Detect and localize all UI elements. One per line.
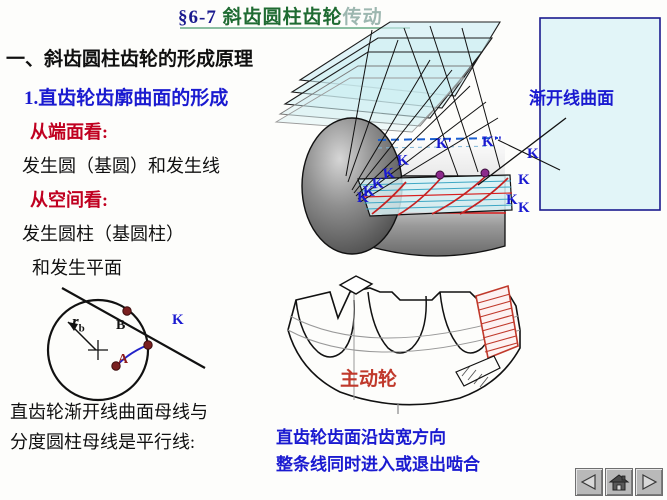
k-marker-dots [435, 168, 490, 180]
next-arrow-icon [640, 473, 658, 491]
cylinder-k-label-1: K [382, 165, 396, 183]
home-icon [608, 473, 630, 491]
item1-heading: 1.直齿轮齿廓曲面的形成 [24, 88, 229, 109]
left-line-4: 和发生平面 [32, 258, 122, 278]
generating-plane-fan [274, 21, 501, 133]
navigation-bar[interactable] [575, 468, 663, 496]
radius-label: rb [72, 312, 85, 335]
involute-curves [371, 175, 509, 216]
point-b-label: B [116, 318, 126, 333]
title-section: §6-7 [178, 7, 217, 28]
title-underline [180, 27, 410, 29]
point-a-label: A [118, 352, 129, 367]
conclusion-left-1: 分度圆柱母线是平行线: [10, 432, 195, 452]
chapter-heading: 一、斜齿圆柱齿轮的形成原理 [6, 49, 254, 70]
left-line-3: 发生圆柱（基圆柱） [22, 224, 184, 244]
next-button[interactable] [635, 468, 663, 496]
panel-pointer [477, 117, 567, 186]
left-line-1: 发生圆（基圆）和发生线 [22, 156, 220, 176]
conclusion-left-0: 直齿轮渐开线曲面母线与 [10, 402, 208, 422]
home-button[interactable] [605, 468, 633, 496]
cylinder-k-label-edge: K [506, 192, 518, 208]
prev-button[interactable] [575, 468, 603, 496]
left-line-2: 从空间看: [30, 190, 108, 210]
cylinder-k-label-0: K [396, 152, 410, 170]
right-k-label-2: K [518, 200, 530, 216]
prev-arrow-icon [580, 473, 598, 491]
right-k-label-1: K [518, 172, 530, 188]
title-faded: 传动 [342, 7, 383, 28]
tangent-rays [345, 25, 501, 203]
conclusion-right-0: 直齿轮齿面沿齿宽方向 [276, 428, 446, 447]
left-line-0: 从端面看: [30, 122, 108, 142]
base-circle-diagram [46, 287, 206, 402]
right-k-label-0: K [527, 146, 539, 162]
involute-surface-panel [539, 17, 661, 211]
slide-title: §6-7 斜齿圆柱齿轮传动 [178, 2, 383, 29]
cylinder-k-label-4: K [357, 190, 369, 206]
label-k-prime: K' [436, 136, 452, 152]
conclusion-right-1: 整条线同时进入或退出啮合 [276, 455, 480, 474]
driving-gear-label: 主动轮 [340, 369, 398, 390]
spur-gear-diagram [287, 275, 521, 406]
point-k-label: K [172, 312, 184, 328]
label-k-double-prime: K'' [482, 134, 503, 150]
involute-surface-label: 渐开线曲面 [529, 89, 614, 108]
title-main: 斜齿圆柱齿轮 [222, 7, 343, 28]
